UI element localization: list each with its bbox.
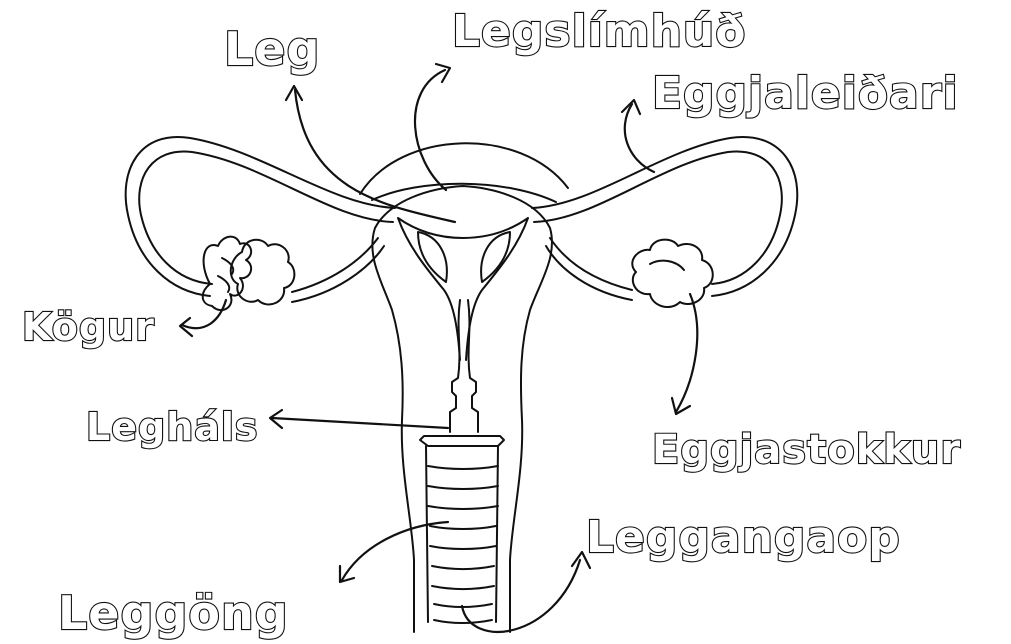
arrow-leggong [342,522,448,580]
right-ovary [632,240,712,307]
label-kogur: Kögur [22,308,155,346]
label-leg: Leg [224,26,320,72]
label-leghals: Legháls [86,408,259,446]
left-fimbriae-detail [218,276,229,292]
vaginal-canal [420,436,504,623]
label-leggong: Leggöng [58,590,289,636]
right-ovary-detail [650,261,684,270]
right-fallopian-tube [532,137,797,296]
arrow-kogur [182,300,226,328]
arrow-leg [295,90,455,222]
label-eggjastokkur: Eggjastokkur [652,430,961,470]
arrow-leghals [272,418,448,428]
label-leggangaop: Leggangaop [586,516,901,560]
left-ovary [231,240,295,305]
right-ovarian-ligament [550,238,632,290]
left-ovarian-ligament [292,238,378,292]
label-eggjaleidari: Eggjaleiðari [652,72,959,116]
uterus-outer-wall [372,186,552,632]
arrow-eggjastokkur [676,294,697,412]
arrowhead-leg [286,86,302,100]
left-fallopian-tube [126,137,395,296]
arrow-legslimhud [415,70,446,190]
label-legslimhud: Legslímhúð [452,10,746,54]
